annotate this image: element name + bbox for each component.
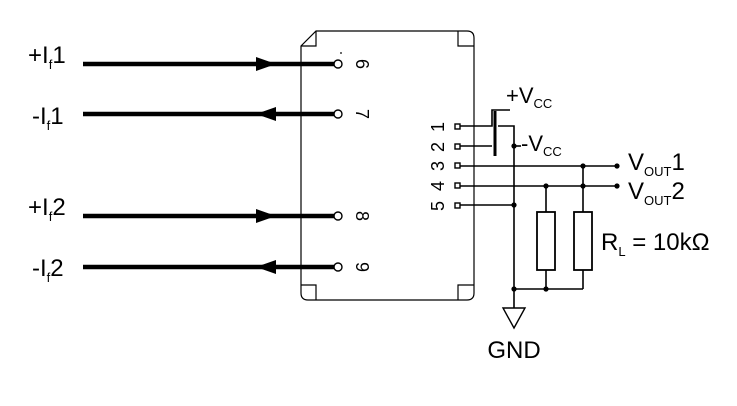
vout1-terminal: [614, 163, 620, 169]
module-body: [300, 30, 475, 301]
pin-4-pad: [454, 182, 461, 189]
resistor-rl1: [536, 211, 556, 271]
input-label-2: -If1: [32, 103, 64, 133]
vcc-pos-label: +VCC: [506, 83, 552, 111]
vout2-label: VOUT2: [628, 178, 685, 208]
pin-number-3: 3: [428, 161, 448, 171]
module-corner-tr: [457, 31, 474, 47]
vcc-pos-wire: [460, 109, 510, 127]
pin-number-6: 6: [352, 59, 372, 69]
vout2-terminal: [614, 183, 620, 189]
pin-number-2: 2: [428, 142, 448, 152]
rl1-top-node: [543, 183, 549, 189]
arrow-right-icon: [256, 209, 276, 223]
module-corner-br: [457, 284, 474, 300]
input-label-1: +If1: [28, 42, 66, 72]
pin-number-8: 8: [352, 211, 372, 221]
pin-number-5: 5: [428, 201, 448, 211]
pin-9-terminal: [333, 262, 343, 272]
supply-bridge: [498, 125, 515, 146]
pin-number-4: 4: [428, 181, 448, 191]
input-label-3: +If2: [28, 194, 66, 224]
ground-icon: [501, 307, 527, 330]
vcc-neg-label: -VCC: [521, 131, 562, 159]
module-corner-tl: [301, 31, 317, 47]
arrow-right-icon: [256, 57, 276, 71]
ground-label: GND: [487, 337, 540, 364]
pin-6-terminal: [333, 59, 343, 69]
pin-number-9: 9: [352, 262, 372, 272]
arrow-left-icon: [256, 260, 276, 274]
load-label: RL = 10kΩ: [601, 229, 710, 259]
input-label-4: -If2: [32, 255, 64, 285]
pin-8-terminal: [333, 211, 343, 221]
arrow-left-icon: [256, 107, 276, 121]
pin-2-pad: [454, 143, 461, 150]
module-corner-bl: [301, 284, 317, 300]
pin-number-7: 7: [352, 109, 372, 119]
marker-dot: [340, 52, 342, 54]
vout1-label: VOUT1: [628, 149, 685, 179]
rl1-vout2-node: [580, 183, 586, 189]
resistor-rl2: [573, 211, 593, 271]
pin-1-pad: [454, 123, 461, 130]
pin-7-terminal: [333, 109, 343, 119]
pin-number-1: 1: [428, 122, 448, 132]
pin-5-pad: [454, 202, 461, 209]
pin-3-pad: [454, 162, 461, 169]
gnd-node: [511, 202, 517, 208]
rl2-top-node: [580, 163, 586, 169]
